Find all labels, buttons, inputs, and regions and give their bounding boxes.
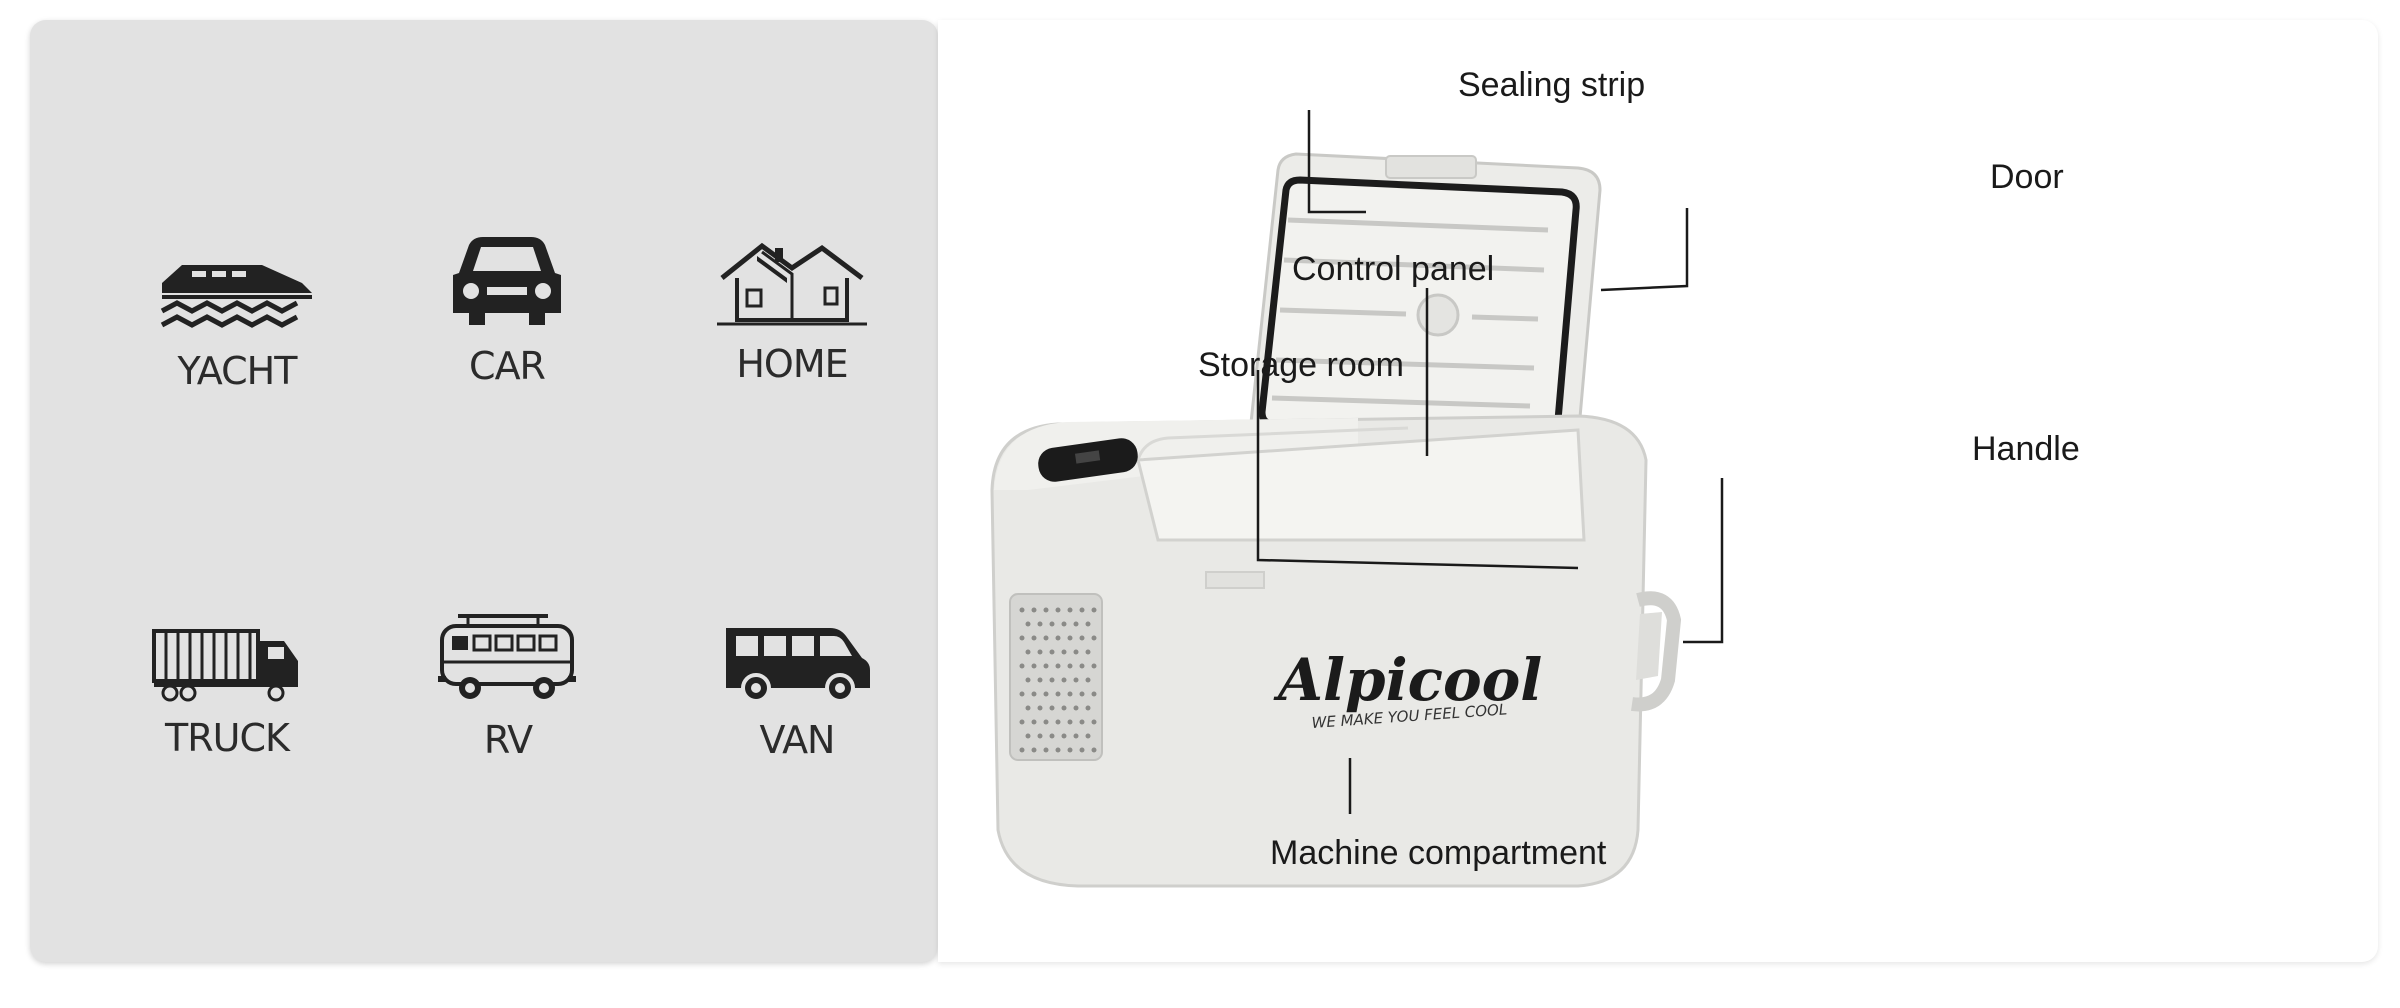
callout-door: Door	[1990, 158, 2064, 196]
scene-label-car: CAR	[469, 344, 546, 388]
usage-scenarios-panel: YACHT CAR	[30, 20, 938, 962]
leader-sealing-strip	[1307, 110, 1366, 214]
scene-label-van: VAN	[759, 718, 836, 762]
rv-icon	[438, 614, 576, 699]
callout-machine-compartment: Machine compartment	[1270, 834, 1607, 872]
scene-label-truck: TRUCK	[165, 716, 290, 760]
fridge-illustration: Alpicool WE MAKE YOU FEEL COOL	[990, 110, 1724, 888]
brand-logo: Alpicool	[1273, 646, 1542, 714]
fridge-body	[990, 414, 1682, 888]
callout-control-panel: Control panel	[1292, 250, 1495, 288]
yacht-icon	[160, 265, 312, 328]
scene-rv: RV	[398, 594, 618, 794]
callout-handle: Handle	[1972, 430, 2080, 468]
scene-label-rv: RV	[483, 718, 533, 762]
scene-van: VAN	[687, 594, 907, 794]
fridge-door	[1248, 152, 1602, 442]
scene-car: CAR	[397, 220, 617, 420]
leader-door	[1600, 208, 1689, 292]
callout-storage-room: Storage room	[1198, 346, 1404, 384]
leader-handle	[1683, 478, 1724, 644]
car-icon	[453, 237, 561, 325]
scene-home: HOME	[682, 218, 902, 418]
scene-yacht: YACHT	[127, 225, 347, 425]
truck-icon	[152, 629, 298, 702]
scene-truck: TRUCK	[117, 592, 337, 792]
van-icon	[726, 628, 870, 703]
product-diagram-panel: Alpicool WE MAKE YOU FEEL COOL Sealing s…	[938, 20, 2378, 962]
scene-label-yacht: YACHT	[177, 349, 298, 393]
scene-label-home: HOME	[736, 342, 848, 386]
home-icon	[717, 242, 867, 326]
leader-storage-room	[1256, 370, 1579, 570]
callout-sealing-strip: Sealing strip	[1458, 66, 1646, 104]
